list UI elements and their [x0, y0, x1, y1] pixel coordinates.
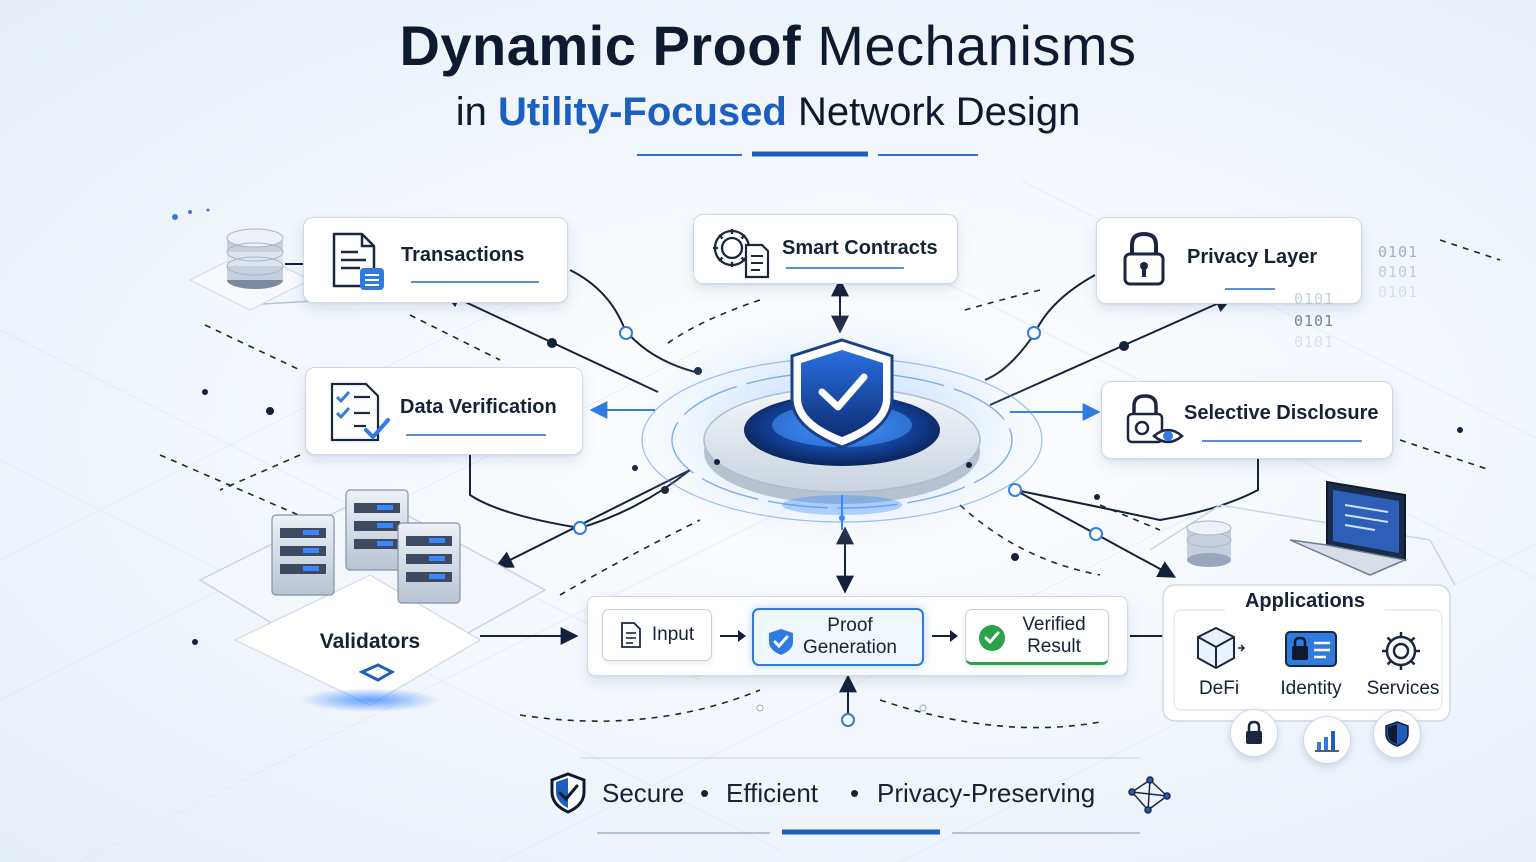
arrow-right-icon [718, 626, 748, 646]
selective-disclosure-card[interactable]: Selective Disclosure [1101, 381, 1393, 459]
laptop-icon [1289, 480, 1408, 576]
shield-icon [1385, 721, 1409, 747]
proof-generation-line1: Proof [827, 615, 873, 636]
tagline-dot-2: • [850, 778, 860, 808]
binary-text-1: 0101 [1378, 243, 1419, 261]
shield-check-icon [768, 628, 794, 656]
lock-icon [1246, 720, 1262, 744]
input-label: Input [651, 624, 695, 645]
validators-label[interactable]: Validators [319, 630, 421, 653]
privacy-layer-underline [1225, 288, 1275, 290]
network-icon [1128, 776, 1171, 814]
gears-icon [708, 221, 772, 279]
document-icon [620, 621, 642, 649]
subtitle-prefix: in [455, 90, 487, 134]
proof-generation-step[interactable]: Proof Generation [752, 608, 924, 666]
validators-platform [198, 489, 547, 712]
database-icon [1186, 520, 1232, 567]
subtitle-accent: Utility-Focused [497, 90, 787, 134]
cube-icon [1192, 626, 1248, 670]
data-verification-card[interactable]: Data Verification [305, 367, 583, 455]
id-card-icon [1284, 630, 1338, 668]
transactions-card[interactable]: Transactions [303, 217, 568, 303]
tagline-efficient: Efficient [726, 778, 819, 808]
app-services[interactable]: Services [1366, 678, 1440, 699]
binary-text-6: 0101 [1294, 333, 1335, 351]
selective-disclosure-underline [1202, 440, 1362, 442]
title-bold: Dynamic Proof [399, 14, 802, 77]
privacy-layer-label: Privacy Layer [1187, 246, 1318, 268]
smart-contracts-underline [786, 267, 904, 269]
verified-line2: Result [1027, 636, 1081, 657]
arrow-right-icon [930, 626, 960, 646]
proof-generation-line2: Generation [802, 637, 897, 658]
tagline-privacy-preserving: Privacy-Preserving [877, 778, 1096, 808]
chart-badge [1303, 716, 1351, 764]
title-divider [637, 151, 978, 157]
title-light: Mechanisms [817, 14, 1137, 77]
page-title: Dynamic Proof Mechanisms [0, 14, 1536, 78]
database-icon [188, 228, 312, 311]
server-icon [345, 489, 409, 571]
selective-disclosure-label: Selective Disclosure [1184, 402, 1379, 424]
tagline-rules [580, 757, 1140, 835]
data-verification-label: Data Verification [400, 396, 557, 418]
transactions-underline [411, 281, 539, 283]
checklist-icon [326, 380, 392, 444]
shield-check-icon [790, 338, 894, 449]
binary-text-2: 0101 [1378, 263, 1419, 281]
app-defi[interactable]: DeFi [1198, 678, 1240, 699]
verified-result-step[interactable]: Verified Result [965, 609, 1109, 665]
verified-result-label: Verified Result [1022, 614, 1085, 658]
server-icon [397, 522, 461, 604]
smart-contracts-card[interactable]: Smart Contracts [693, 214, 958, 284]
bar-chart-icon [1315, 731, 1339, 752]
applications-title: Applications [1225, 590, 1385, 613]
verified-line1: Verified [1022, 614, 1086, 635]
document-icon [328, 230, 390, 292]
tagline-dot-1: • [700, 778, 710, 808]
lock-icon [1119, 230, 1169, 288]
binary-text-5: 0101 [1294, 312, 1335, 330]
binary-text-4: 0101 [1294, 290, 1335, 308]
lock-badge [1230, 709, 1278, 757]
shield-check-icon [550, 772, 586, 814]
input-step[interactable]: Input [602, 609, 712, 661]
proof-generation-label: Proof Generation [803, 615, 897, 659]
privacy-layer-card[interactable]: Privacy Layer [1096, 217, 1362, 304]
server-icon [271, 514, 335, 596]
app-identity[interactable]: Identity [1280, 678, 1342, 699]
check-circle-icon [978, 624, 1006, 652]
binary-text-3: 0101 [1378, 283, 1419, 301]
central-hub [612, 300, 1072, 560]
tagline-secure: Secure [602, 778, 685, 808]
lock-eye-icon [1122, 392, 1188, 450]
page-subtitle: in Utility-Focused Network Design [0, 88, 1536, 136]
transactions-label: Transactions [401, 244, 525, 266]
gear-icon [1379, 629, 1423, 673]
shield-badge [1373, 710, 1421, 758]
subtitle-suffix: Network Design [797, 90, 1081, 134]
data-verification-underline [406, 434, 546, 436]
smart-contracts-label: Smart Contracts [782, 237, 938, 259]
dashed-connectors [159, 239, 1501, 729]
